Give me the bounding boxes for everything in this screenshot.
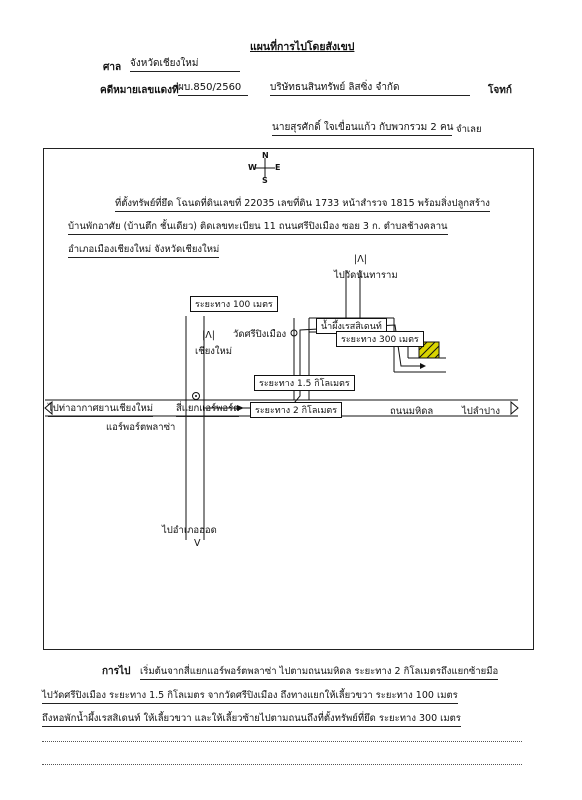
property-line-1: ที่ตั้งทรัพย์ที่ยึด โฉนดที่ดินเลขที่ 220… (115, 196, 490, 212)
directions-line-1: เริ่มต้นจากสี่แยกแอร์พอร์ตพลาซ่า ไปตามถน… (140, 664, 499, 680)
down-arrow-label: V (194, 538, 201, 549)
case-value: ผบ.850/2560 (178, 80, 248, 96)
case-label: คดีหมายเลขแดงที่ (100, 85, 179, 96)
up-arrow-label: |Λ| (354, 254, 367, 265)
map-frame (43, 148, 534, 650)
chiangmai-up-arrow: |Λ| (202, 330, 215, 341)
compass-w: W (248, 163, 257, 172)
distance-100-box: ระยะทาง 100 เมตร (190, 296, 278, 312)
distance-300-box: ระยะทาง 300 เมตร (336, 331, 424, 347)
compass-n: N (262, 151, 269, 160)
to-chiangmai-label: เชียงใหม่ (195, 346, 233, 357)
to-hot-label: ไปอำเภอฮอด (162, 525, 217, 536)
temple-sriping-label: วัดศรีปิงเมือง (233, 329, 287, 340)
court-label: ศาล (103, 62, 122, 73)
defendant-role: จำเลย (456, 124, 482, 135)
court-value: จังหวัดเชียงใหม่ (130, 56, 240, 72)
property-line-3: อำเภอเมืองเชียงใหม่ จังหวัดเชียงใหม่ (68, 242, 220, 258)
directions-label: การไป (102, 666, 131, 677)
property-line-2: บ้านพักอาศัย (บ้านตึก ชั้นเดียว) ติดเลขท… (68, 219, 448, 235)
compass-s: S (262, 176, 268, 185)
compass-e: E (275, 163, 281, 172)
plaintiff-name: บริษัทธนสินทรัพย์ ลิสซิ่ง จำกัด (270, 80, 470, 96)
distance-1-5-box: ระยะทาง 1.5 กิโลเมตร (254, 375, 355, 391)
distance-2-box: ระยะทาง 2 กิโลเมตร (250, 402, 343, 418)
directions-line-2: ไปวัดศรีปิงเมือง ระยะทาง 1.5 กิโลเมตร จา… (42, 688, 458, 704)
temple-nanthram-label: ไปวัดนันทาราม (334, 270, 398, 281)
blank-line-1 (42, 741, 522, 742)
intersection-label: สี่แยกแอร์พอร์ต (176, 401, 240, 417)
to-lampang-label: ไปลำปาง (462, 406, 500, 417)
page-title: แผนที่การไปโดยสังเขป (250, 41, 355, 53)
defendant-name: นายสุรศักดิ์ ใจเขื่อนแก้ว กับพวกรวม 2 คน (272, 120, 453, 136)
blank-line-2 (42, 764, 522, 765)
plaintiff-role: โจทก์ (488, 85, 512, 96)
to-airport-label: ไปท่าอากาศยานเชียงใหม่ (48, 401, 154, 417)
road-name-label: ถนนมหิดล (390, 406, 434, 417)
directions-line-3: ถึงหอพักน้ำผึ้งเรสสิเดนท์ ให้เลี้ยวขวา แ… (42, 711, 461, 727)
airport-plaza-label: แอร์พอร์ตพลาซ่า (106, 422, 176, 433)
